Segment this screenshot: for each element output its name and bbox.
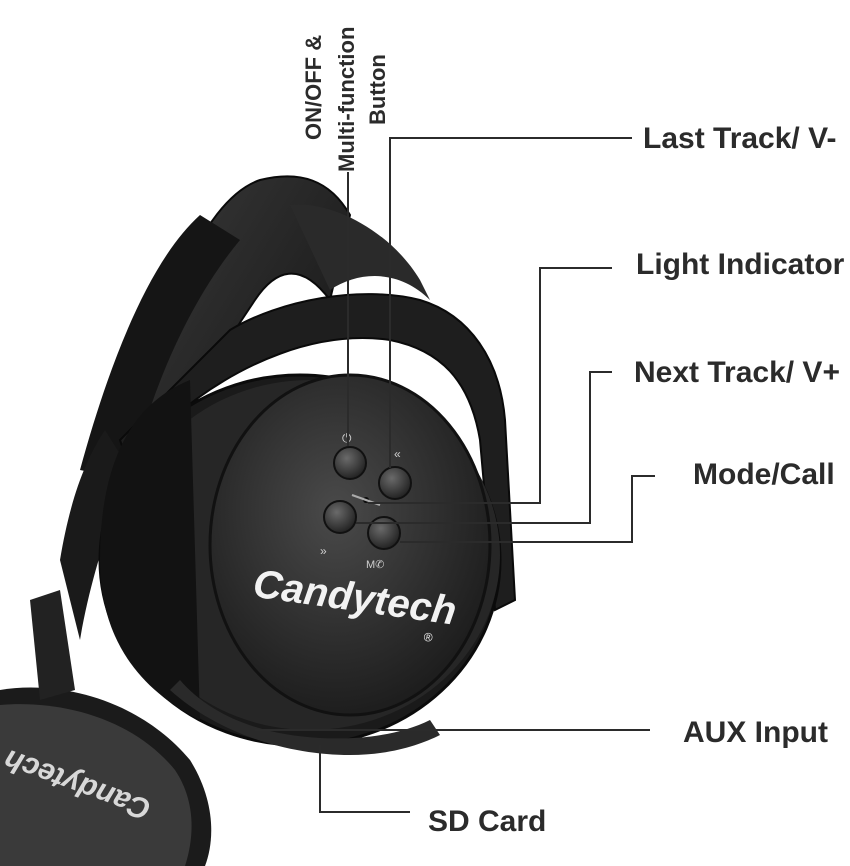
forward-icon: »	[320, 544, 327, 558]
mode-call-button	[367, 516, 401, 550]
earcup-base	[170, 680, 440, 755]
power-label-line3: Button	[365, 54, 390, 125]
leader-mode-call	[400, 475, 655, 543]
leader-lines	[255, 137, 655, 813]
leader-light-indicator	[368, 267, 612, 504]
power-label-line1: ON/OFF &	[301, 34, 326, 140]
leader-sd	[319, 745, 410, 813]
power-button	[333, 446, 367, 480]
mode-call-icon: M✆	[366, 559, 384, 571]
yoke-arm-top	[290, 204, 430, 300]
last-track-button	[378, 466, 412, 500]
second-earcup: Candytech	[0, 590, 212, 866]
headband-inner	[80, 215, 240, 480]
power-label-line2: Multi-function	[334, 26, 359, 172]
yoke	[118, 293, 517, 612]
leader-last-track	[389, 137, 632, 468]
last-track-label: Last Track/ V-	[643, 122, 837, 155]
leader-next-track	[356, 371, 612, 524]
next-track-button	[323, 500, 357, 534]
control-plate	[208, 373, 492, 717]
brand-registered-mark: ®	[423, 630, 434, 645]
light-indicator-label: Light Indicator	[636, 248, 845, 281]
next-track-label: Next Track/ V+	[634, 356, 840, 389]
mode-call-label: Mode/Call	[693, 458, 835, 491]
control-buttons: ⏻ « » M✆	[320, 431, 412, 571]
aux-input-label: AUX Input	[683, 716, 828, 749]
ear-cushion	[100, 380, 200, 720]
rewind-icon: «	[394, 447, 401, 461]
sd-card-label: SD Card	[428, 805, 547, 838]
